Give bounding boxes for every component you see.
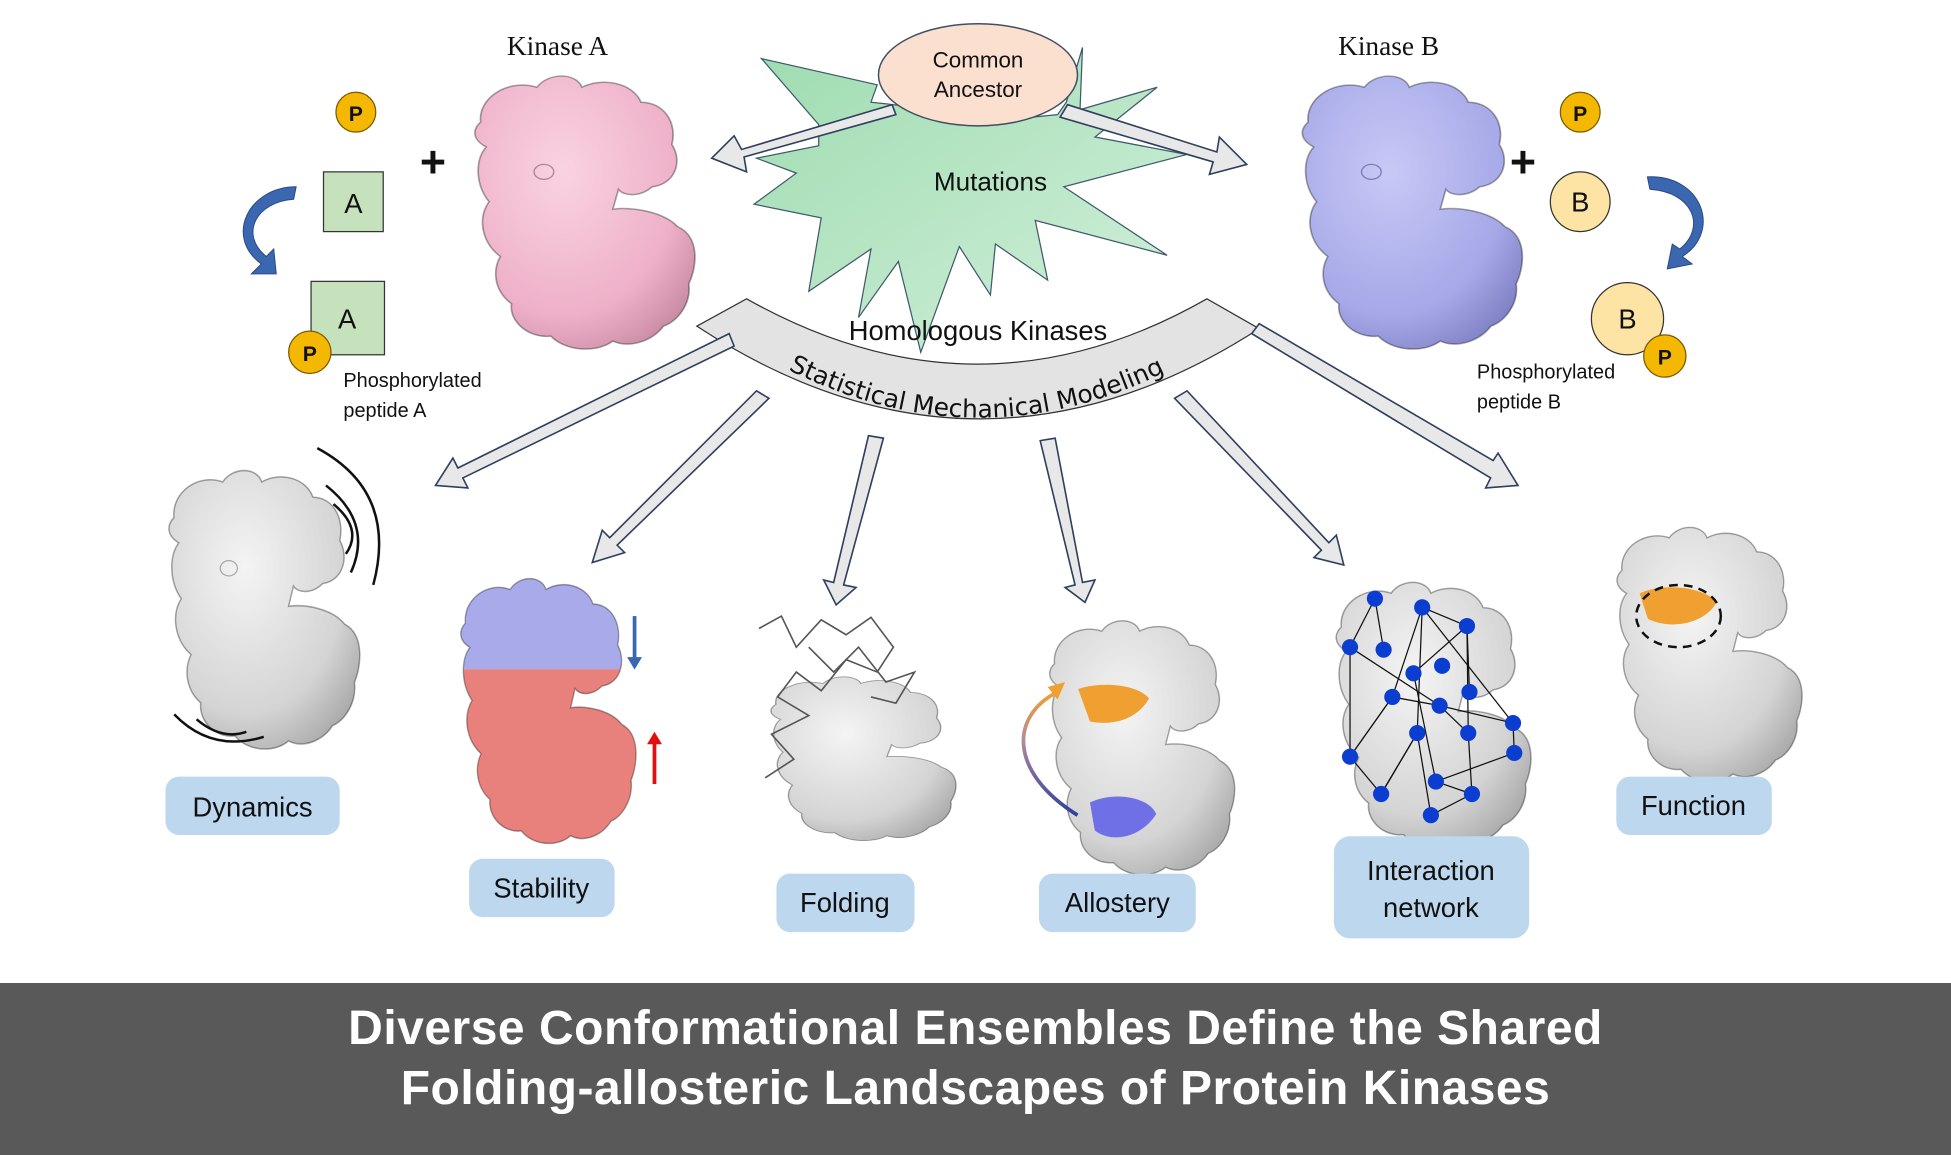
network-node — [1341, 748, 1359, 765]
arrow-to-folding — [822, 434, 885, 607]
kinase-b-phosphate: P — [1559, 91, 1601, 133]
svg-text:Interaction: Interaction — [1367, 855, 1495, 886]
network-node — [1458, 617, 1476, 635]
stability-structure — [460, 577, 637, 845]
network-edge — [1380, 732, 1418, 795]
mutations-label: Mutations — [934, 167, 1047, 197]
svg-text:P: P — [349, 103, 363, 126]
arrow-to-allostery — [1039, 437, 1097, 604]
ancestor-label-line-1: Common — [933, 47, 1024, 72]
network-node — [1414, 599, 1431, 616]
network-node — [1373, 785, 1390, 803]
svg-text:Function: Function — [1641, 790, 1746, 821]
phosphorylated-peptide-a: A P — [288, 280, 386, 375]
svg-text:Stability: Stability — [493, 872, 589, 903]
ancestor-to-kinase-a-arrow — [710, 103, 897, 174]
phosphorylated-a-label-line-2: peptide A — [343, 400, 427, 422]
network-node — [1434, 657, 1451, 674]
kinase-b-plus: + — [1510, 137, 1536, 187]
network-edge — [1435, 752, 1515, 783]
network-node — [1506, 744, 1523, 762]
network-edge — [1412, 673, 1437, 782]
svg-text:Folding: Folding — [800, 887, 890, 918]
network-edge — [1391, 607, 1423, 698]
network-node — [1422, 807, 1439, 824]
outcome-dynamics: Dynamics — [165, 776, 340, 836]
arrow-to-stability — [591, 389, 771, 564]
curved-arrow-a-icon — [242, 186, 297, 275]
network-edge — [1466, 626, 1469, 734]
outcome-function: Function — [1616, 776, 1772, 836]
network-node — [1375, 641, 1392, 658]
network-node — [1504, 714, 1522, 732]
title-line-1: Diverse Conformational Ensembles Define … — [348, 1002, 1603, 1055]
active-site-dashed-circle-icon — [1634, 583, 1723, 649]
network-node — [1409, 724, 1426, 742]
svg-text:B: B — [1571, 187, 1589, 218]
kinase-a-structure — [474, 75, 696, 350]
network-node — [1366, 590, 1383, 607]
outcome-folding: Folding — [776, 873, 915, 933]
outcome-stability: Stability — [469, 858, 615, 918]
network-edge — [1374, 598, 1385, 650]
destabilizing-arrow-down-icon — [627, 616, 643, 670]
phosphorylated-peptide-b: B P — [1590, 281, 1687, 378]
interaction-network-graph — [1341, 590, 1523, 824]
kinase-b-structure — [1301, 75, 1524, 350]
dynamics-structure — [168, 469, 361, 750]
arrow-to-function — [1250, 322, 1520, 489]
folding-structure — [758, 614, 957, 842]
network-edge — [1439, 705, 1514, 724]
network-node — [1431, 697, 1448, 714]
network-edge — [1349, 696, 1393, 758]
svg-text:P: P — [303, 343, 317, 366]
network-edge — [1349, 646, 1440, 707]
phosphorylated-a-label-line-1: Phosphorylated — [343, 370, 481, 392]
network-edge — [1467, 732, 1473, 795]
svg-text:network: network — [1383, 892, 1479, 923]
kinase-b-title: Kinase B — [1338, 31, 1439, 61]
network-edge — [1416, 732, 1432, 816]
title-banner: Diverse Conformational Ensembles Define … — [0, 983, 1951, 1155]
outcome-interaction-network: Interaction network — [1333, 836, 1530, 939]
allosteric-signal-arrow-icon — [1021, 682, 1079, 817]
phosphorylated-b-label-line-1: Phosphorylated — [1477, 361, 1615, 383]
network-edge — [1349, 756, 1382, 795]
common-ancestor-node: Common Ancestor — [877, 23, 1079, 127]
outcome-allostery: Allostery — [1038, 873, 1196, 933]
phosphorylated-b-label-line-2: peptide B — [1477, 391, 1561, 413]
vibration-lines-icon — [173, 447, 381, 743]
title-line-2: Folding-allosteric Landscapes of Protein… — [400, 1062, 1551, 1115]
svg-text:Dynamics: Dynamics — [193, 791, 313, 822]
svg-text:A: A — [344, 188, 363, 219]
network-node — [1405, 665, 1422, 682]
svg-text:B: B — [1618, 304, 1636, 335]
kinase-a-plus: + — [420, 137, 446, 187]
function-structure — [1616, 526, 1803, 783]
network-node — [1384, 688, 1401, 706]
curved-arrow-b-icon — [1646, 176, 1704, 270]
svg-text:P: P — [1573, 103, 1587, 126]
svg-text:Allostery: Allostery — [1065, 887, 1170, 918]
peptide-a: A — [322, 171, 384, 233]
kinase-a-phosphate: P — [335, 91, 377, 133]
network-node — [1341, 639, 1359, 656]
network-node — [1460, 724, 1477, 742]
homologous-kinases-label: Homologous Kinases — [849, 315, 1108, 346]
kinase-a-title: Kinase A — [507, 31, 608, 61]
network-edge — [1413, 625, 1468, 674]
network-node — [1427, 773, 1444, 790]
allostery-structure — [1048, 620, 1236, 876]
network-node — [1463, 785, 1481, 803]
peptide-b: B — [1549, 171, 1611, 233]
stabilizing-arrow-up-icon — [647, 731, 662, 785]
network-node — [1461, 683, 1478, 701]
network-edge — [1349, 598, 1376, 648]
svg-text:A: A — [338, 304, 357, 335]
ancestor-label-line-2: Ancestor — [934, 77, 1023, 102]
arrow-to-interaction-network — [1173, 389, 1345, 567]
arrow-to-dynamics — [434, 332, 736, 489]
svg-text:P: P — [1658, 347, 1672, 370]
ancestor-to-kinase-b-arrow — [1058, 103, 1249, 176]
